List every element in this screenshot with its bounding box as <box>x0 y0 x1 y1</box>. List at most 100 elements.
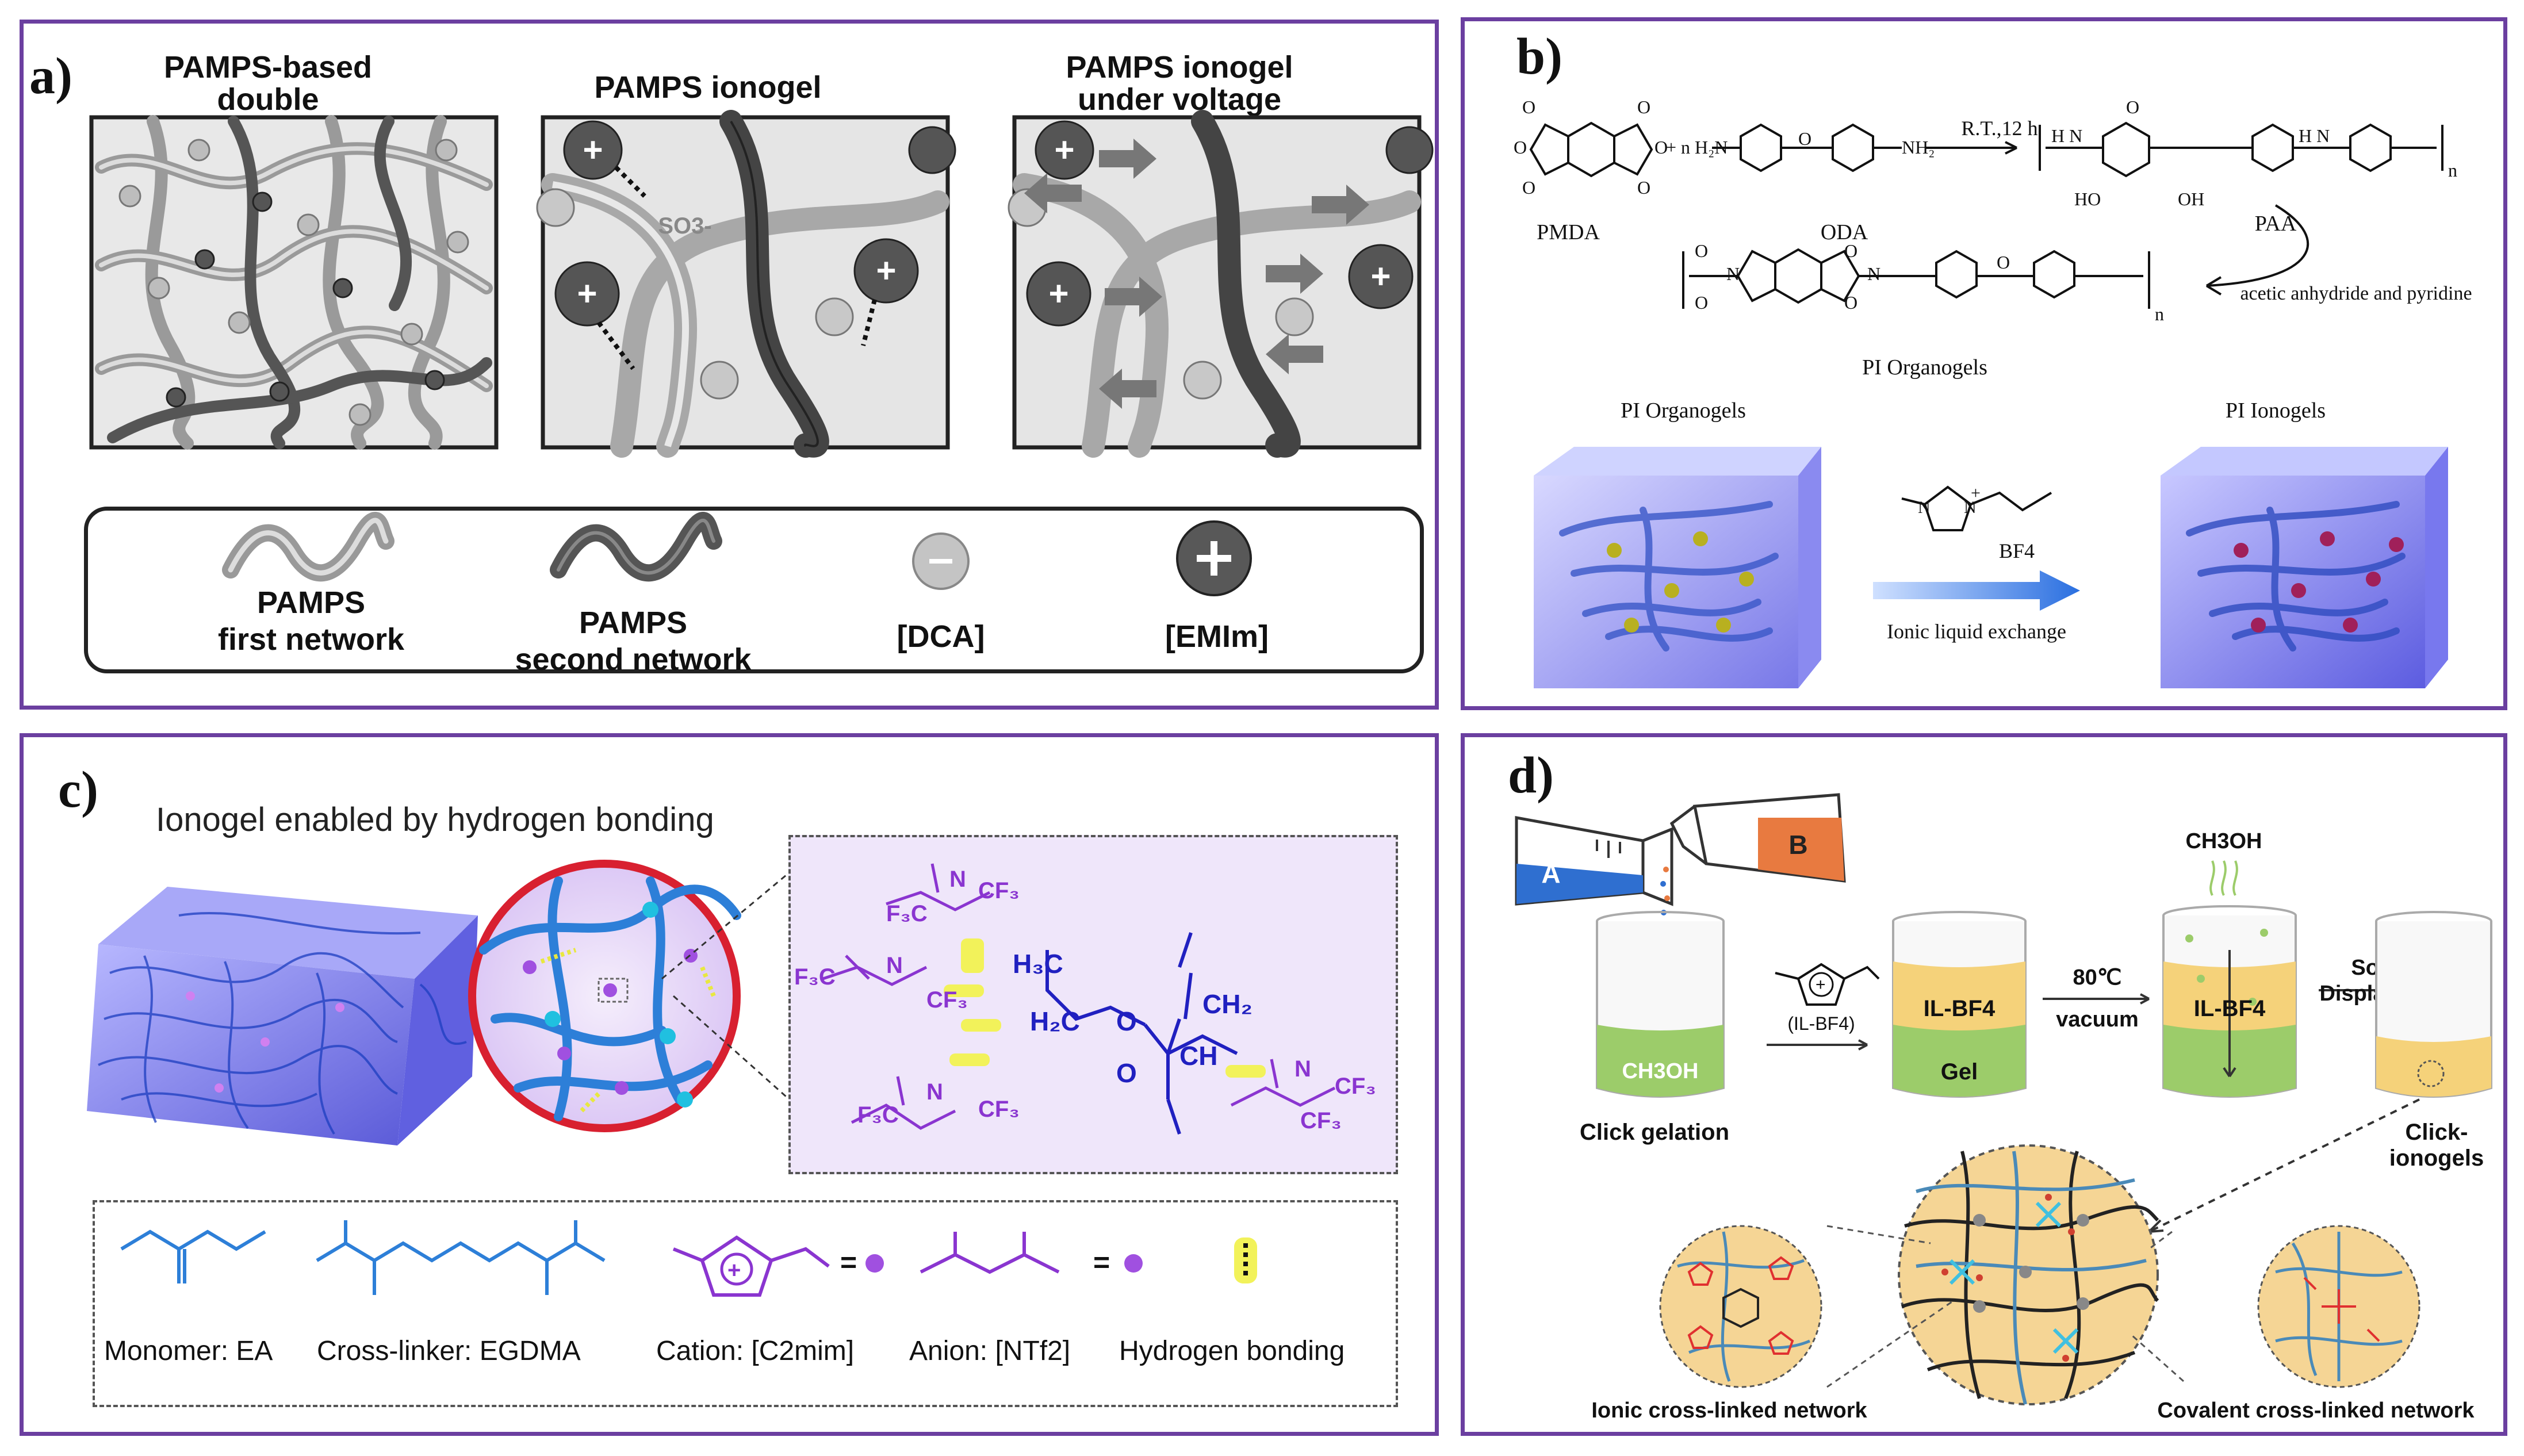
pi-organogels-label: PI Organogels <box>1621 399 1746 423</box>
svg-text:N: N <box>886 953 903 978</box>
c2mim-structure: + = <box>672 1235 884 1297</box>
svg-text:O: O <box>1654 137 1668 158</box>
paa-label: PAA <box>2254 212 2297 236</box>
svg-text:F₃C: F₃C <box>794 964 836 990</box>
legend-first-network: PAMPS first network <box>217 585 405 657</box>
pmda-label: PMDA <box>1537 220 1600 244</box>
panel-a: a) PAMPS-based double network PAMPS iono… <box>20 20 1439 710</box>
beaker-b-label: B <box>1788 830 1808 860</box>
covalent-network-label: Covalent cross-linked network <box>2157 1398 2475 1423</box>
svg-text:+: + <box>577 274 597 313</box>
legend-anion: [DCA] <box>897 619 985 654</box>
legend-hbond: Hydrogen bonding <box>1119 1336 1345 1366</box>
svg-text:CH: CH <box>1179 1041 1217 1071</box>
svg-text:=: = <box>840 1246 857 1278</box>
title-ionogel-voltage: PAMPS ionogel under voltage <box>1066 50 1293 117</box>
svg-text:O: O <box>2126 97 2139 117</box>
svg-text:N: N <box>1964 498 1977 517</box>
svg-text:+: + <box>1971 484 1981 503</box>
legend-crosslinker: Cross-linker: EGDMA <box>317 1336 581 1366</box>
svg-text:O: O <box>1637 177 1650 198</box>
svg-text:+: + <box>727 1258 741 1283</box>
svg-text:O: O <box>1997 252 2010 273</box>
so3-label-1: SO3- <box>658 213 712 239</box>
svg-text:NH₂: NH₂ <box>1902 137 1935 158</box>
ntf2-structure: = <box>920 1232 1143 1278</box>
svg-text:O: O <box>1844 292 1857 313</box>
legend-second-network: PAMPS second network <box>515 606 752 677</box>
ionic-network-zoom <box>1659 1225 1822 1388</box>
voltage-illustration: +++ <box>1008 110 1434 458</box>
panel-c-label: c) <box>58 761 98 818</box>
gel-label: Gel <box>1940 1059 1978 1085</box>
svg-text:+: + <box>583 131 603 169</box>
svg-text:OH: OH <box>2178 189 2204 209</box>
svg-text:+: + <box>1816 975 1826 994</box>
svg-text:F₃C: F₃C <box>857 1102 899 1128</box>
pi-organogel-cube <box>1534 447 1821 688</box>
svg-text:CF₃: CF₃ <box>926 987 968 1013</box>
ch3oh-bottom-label: CH3OH <box>1622 1059 1699 1083</box>
oda-label: ODA <box>1820 220 1868 244</box>
svg-text:O: O <box>1695 240 1708 261</box>
il-bf4-layer2-label: IL-BF4 <box>2193 996 2266 1021</box>
cation-icon <box>1176 520 1252 596</box>
legend-cation-c: Cation: [C2mim] <box>656 1336 855 1366</box>
panel-c: c) Ionogel enabled by hydrogen bonding <box>20 733 1439 1436</box>
exchange-label: Ionic liquid exchange <box>1887 620 2066 643</box>
imidization-label: acetic anhydride and pyridine <box>2240 283 2472 304</box>
svg-text:N: N <box>926 1079 943 1105</box>
click-ionogels-label: Click-ionogels <box>2389 1120 2484 1171</box>
panel-d: d) A B CH3OH + (IL-BF4) IL-BF4 Gel 80℃ v… <box>1461 733 2507 1436</box>
svg-text:O: O <box>1116 1058 1137 1088</box>
beaker-evap <box>2162 905 2297 1098</box>
svg-text:CH₂: CH₂ <box>1202 989 1253 1019</box>
title-ionogel: PAMPS ionogel <box>594 70 822 105</box>
pi-organogels-structure-label: PI Organogels <box>1862 355 1987 380</box>
zoom-circle <box>468 860 741 1132</box>
beaker-click <box>1596 911 1725 1098</box>
svg-text:N: N <box>1726 263 1740 284</box>
svg-text:N: N <box>1867 263 1880 284</box>
legend-cation: [EMIm] <box>1165 619 1269 654</box>
ionic-network-label: Ionic cross-linked network <box>1591 1398 1867 1423</box>
svg-text:N: N <box>1918 498 1931 517</box>
svg-text:O: O <box>1522 97 1535 117</box>
svg-text:O: O <box>1844 240 1857 261</box>
svg-text:n: n <box>2448 160 2457 181</box>
svg-text:H₂C: H₂C <box>1030 1006 1080 1036</box>
pi-ionogels-label: PI Ionogels <box>2225 399 2326 423</box>
first-network-icon <box>222 512 395 582</box>
legend-anion-c: Anion: [NTf2] <box>909 1336 1071 1366</box>
svg-text:HO: HO <box>2074 189 2101 209</box>
svg-text:n: n <box>2155 304 2164 324</box>
pi-ionogel-cube <box>2161 447 2448 688</box>
double-network-illustration <box>89 115 499 450</box>
panel-a-label: a) <box>29 48 72 105</box>
svg-text:O: O <box>1637 97 1650 117</box>
ionogel-illustration: +++ <box>536 110 956 458</box>
beaker-a-label: A <box>1541 859 1561 888</box>
ea-structure <box>120 1229 266 1283</box>
arrow-1 <box>1767 1039 1868 1051</box>
svg-text:O: O <box>1695 292 1708 313</box>
hbond-icon <box>1234 1237 1257 1283</box>
svg-text:CF₃: CF₃ <box>978 1097 1020 1122</box>
covalent-network-zoom <box>2257 1225 2420 1388</box>
svg-text:CF₃: CF₃ <box>1300 1108 1342 1133</box>
legend-box-a <box>84 507 1424 673</box>
panel-c-title: Ionogel enabled by hydrogen bonding <box>156 801 714 838</box>
il-bf4-layer-label: IL-BF4 <box>1923 996 1996 1021</box>
beaker-a <box>1515 816 1673 906</box>
svg-text:H N: H N <box>2051 125 2082 146</box>
svg-text:O: O <box>1514 137 1527 158</box>
network-center <box>1898 1144 2159 1405</box>
exchange-arrow <box>1873 570 2080 611</box>
cond-vac: vacuum <box>2056 1007 2139 1032</box>
svg-text:O: O <box>1798 128 1811 149</box>
legend-monomer: Monomer: EA <box>104 1336 273 1366</box>
panel-b-label: b) <box>1516 28 1563 85</box>
